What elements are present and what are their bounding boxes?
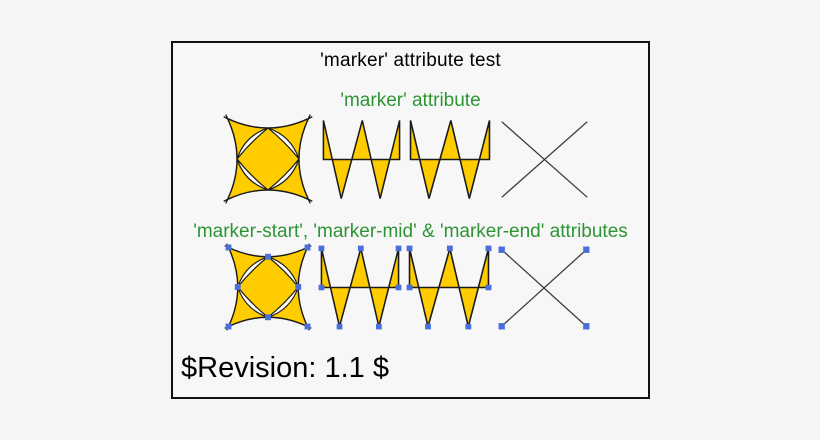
row2-zigzag-shape-1 bbox=[318, 245, 402, 330]
row1-zigzag-shape-2 bbox=[409, 119, 491, 200]
row1-pillow-shape bbox=[222, 113, 314, 205]
row2-crossed-lines-shape bbox=[498, 246, 590, 330]
row2-zigzag-shape-2 bbox=[406, 245, 492, 330]
row1-crossed-lines-shape bbox=[501, 121, 588, 198]
row1-zigzag-shape-1 bbox=[322, 119, 401, 200]
revision-label: $Revision: 1.1 $ bbox=[181, 352, 389, 384]
page-title: 'marker' attribute test bbox=[320, 50, 501, 71]
section-1-heading: 'marker' attribute bbox=[340, 90, 481, 111]
section-2-heading: 'marker-start', 'marker-mid' & 'marker-e… bbox=[193, 221, 628, 242]
row2-pillow-shape bbox=[224, 243, 312, 331]
test-frame bbox=[171, 41, 650, 399]
